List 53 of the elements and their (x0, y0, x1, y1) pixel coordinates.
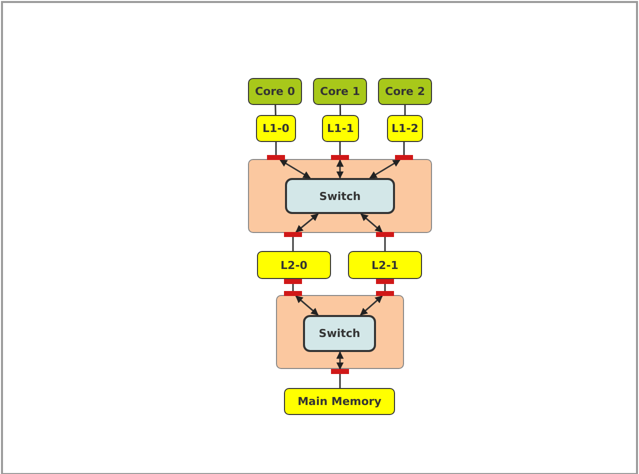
port-bar (284, 279, 302, 284)
connector-line (384, 284, 386, 291)
connector-line (275, 142, 277, 155)
port-bar (376, 279, 394, 284)
cache-box (322, 115, 359, 142)
arrow (295, 295, 319, 316)
connector-line (339, 142, 341, 155)
node-label: Core 2 (385, 85, 425, 98)
connector-line (292, 237, 294, 251)
port-bar (395, 155, 413, 160)
cache-box (387, 115, 423, 142)
cache-box (348, 251, 422, 279)
node-label: L2-1 (372, 258, 398, 272)
port-bar (284, 232, 302, 237)
arrow (280, 159, 311, 179)
arrow (360, 213, 383, 233)
switch-panel (276, 295, 404, 369)
connector-line (274, 104, 276, 116)
connector-line (339, 374, 341, 388)
port-bar (331, 369, 349, 374)
node-label: Switch (319, 190, 361, 202)
switch-box (303, 315, 376, 352)
core-box (313, 78, 367, 105)
cache-box (284, 388, 395, 415)
connector-line (292, 284, 294, 291)
connector-line (404, 105, 406, 115)
node-label: Switch (318, 327, 360, 340)
connector-line (384, 237, 386, 251)
port-bar (267, 155, 285, 160)
port-bar (376, 232, 394, 237)
arrow (360, 295, 383, 316)
port-bar (284, 291, 302, 296)
core-box (378, 78, 432, 105)
node-label: Main Memory (298, 395, 382, 408)
connector-line (403, 142, 405, 155)
arrow (295, 213, 319, 233)
arrow (336, 159, 344, 179)
core-box (248, 78, 302, 105)
node-label: L1-1 (327, 122, 354, 135)
switch-panel (248, 159, 432, 233)
cache-box (256, 115, 296, 142)
arrow (336, 351, 344, 370)
connector-line (339, 104, 342, 116)
arrow (369, 159, 400, 179)
node-label: Core 1 (320, 85, 360, 98)
node-label: L2-0 (280, 258, 308, 272)
port-bar (376, 291, 394, 296)
cache-box (257, 251, 331, 279)
node-label: L1-0 (262, 122, 290, 135)
port-bar (331, 155, 349, 160)
switch-box (285, 178, 395, 214)
node-label: L1-2 (392, 122, 418, 135)
node-label: Core 0 (255, 85, 295, 98)
